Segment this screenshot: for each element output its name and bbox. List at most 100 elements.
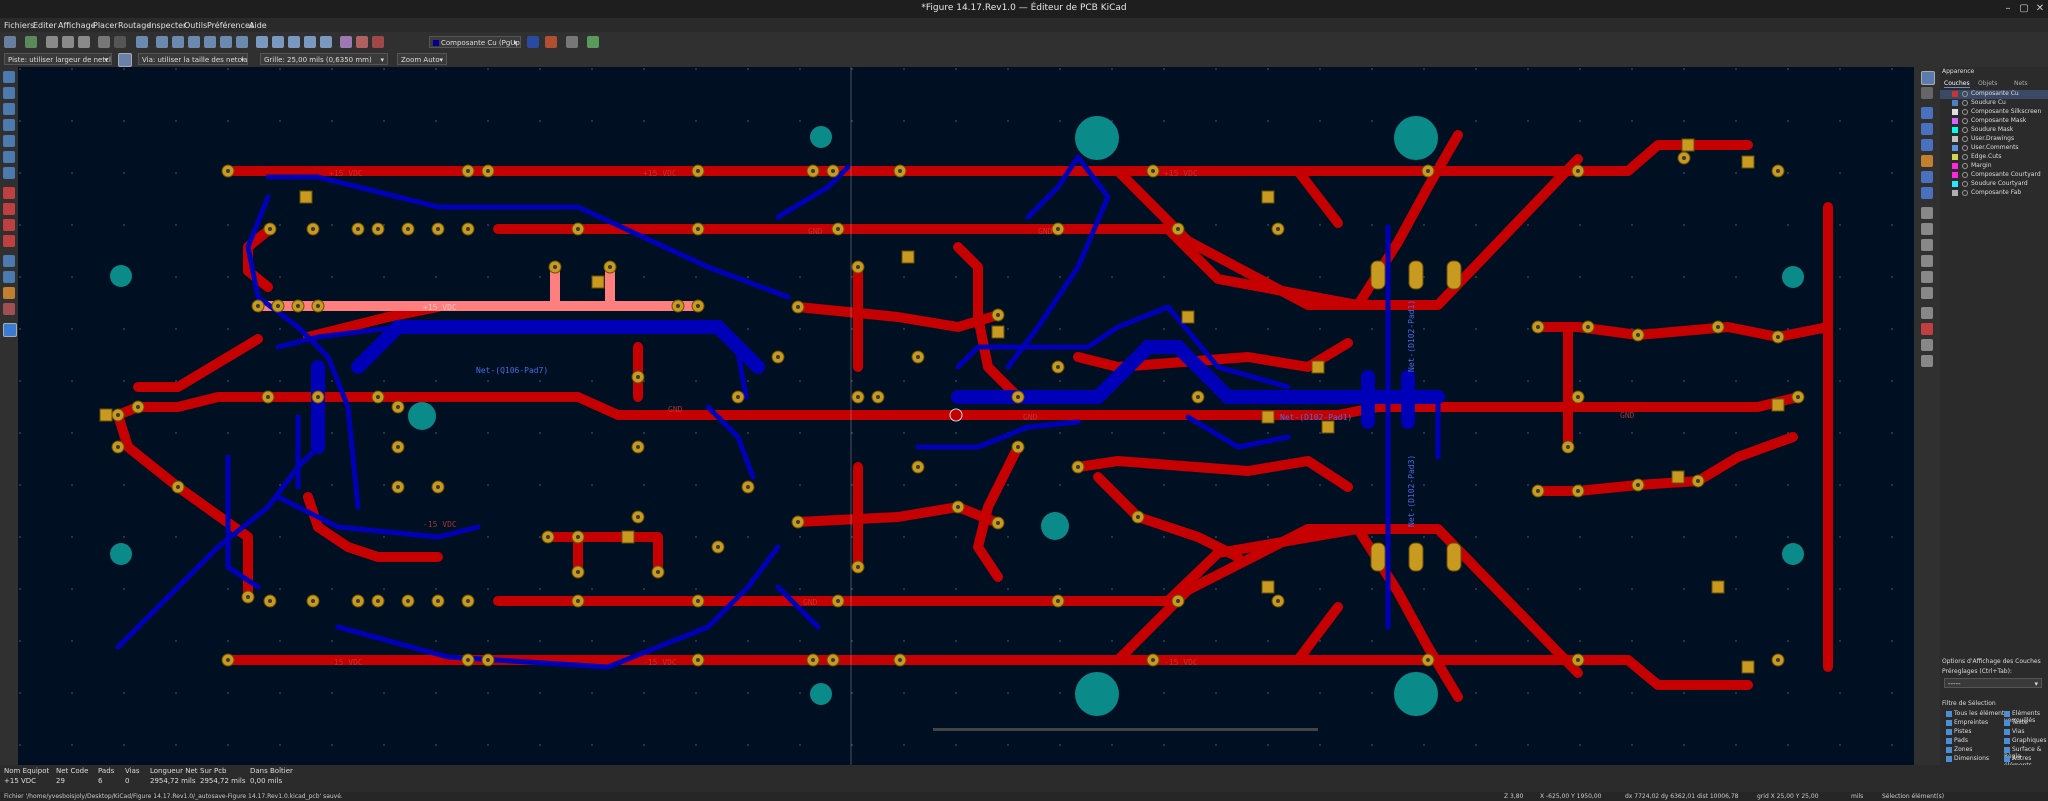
layer-color-swatch[interactable] [1952, 109, 1958, 115]
route-diff-pair-icon[interactable] [1921, 123, 1933, 135]
zoom-out-icon[interactable] [188, 36, 200, 48]
zoom-objects-icon[interactable] [220, 36, 232, 48]
filter-checkbox[interactable]: Pistes [1946, 728, 1971, 735]
zoom-in-icon[interactable] [172, 36, 184, 48]
print-icon[interactable] [62, 36, 74, 48]
layer-row[interactable]: Soudure Cu [1940, 99, 2048, 108]
checkbox-icon[interactable] [2004, 719, 2010, 726]
update-pcb-icon[interactable] [356, 36, 368, 48]
board-setup-icon[interactable] [25, 36, 37, 48]
tune-length-icon[interactable] [1921, 139, 1933, 151]
add-text-icon[interactable] [1921, 287, 1933, 299]
filter-checkbox[interactable]: Empreintes [1946, 719, 1988, 726]
find-icon[interactable] [136, 36, 148, 48]
visibility-icon[interactable] [1962, 190, 1968, 196]
checkbox-icon[interactable] [1946, 728, 1952, 735]
layer-row[interactable]: Composante Cu [1940, 90, 2048, 99]
menu-outils[interactable]: Outils [184, 21, 208, 30]
checkbox-icon[interactable] [1946, 710, 1952, 717]
ratsnest-icon[interactable] [3, 151, 15, 163]
auto-track-width-icon[interactable] [118, 53, 132, 67]
tab-nets[interactable]: Nets [2014, 80, 2028, 87]
cursor-shape-icon[interactable] [3, 135, 15, 147]
layer-row[interactable]: Margin [1940, 162, 2048, 171]
checkbox-icon[interactable] [2004, 755, 2010, 762]
filter-checkbox[interactable]: Graphiques [2004, 737, 2047, 744]
grid-toggle-icon[interactable] [3, 71, 15, 83]
menu-inspecter[interactable]: Inspecter [149, 21, 187, 30]
checkbox-icon[interactable] [1946, 755, 1952, 762]
draw-polygon-icon[interactable] [1921, 271, 1933, 283]
presets-select[interactable]: -----▾ [1944, 678, 2042, 688]
measure-icon[interactable] [1921, 355, 1933, 367]
pad-outline-icon[interactable] [3, 219, 15, 231]
filter-checkbox[interactable]: Autres éléments [2004, 755, 2048, 765]
scripting-icon[interactable] [545, 36, 557, 48]
layer-row[interactable]: Soudure Mask [1940, 126, 2048, 135]
add-dimension-icon[interactable] [1921, 307, 1933, 319]
delete-tool-icon[interactable] [1921, 323, 1933, 335]
filter-checkbox[interactable]: Texte [2004, 719, 2028, 726]
route-track-icon[interactable] [1921, 107, 1933, 119]
layer-color-swatch[interactable] [1952, 172, 1958, 178]
microwave-tools-icon[interactable] [3, 303, 15, 315]
units-inch-icon[interactable] [3, 103, 15, 115]
layer-row[interactable]: User.Comments [1940, 144, 2048, 153]
visibility-icon[interactable] [1962, 109, 1968, 115]
show-zones-icon[interactable] [3, 187, 15, 199]
layer-row[interactable]: Edge.Cuts [1940, 153, 2048, 162]
redo-icon[interactable] [114, 36, 126, 48]
local-ratsnest-icon[interactable] [1921, 87, 1933, 99]
layer-color-swatch[interactable] [1952, 100, 1958, 106]
rotate-ccw-icon[interactable] [256, 36, 268, 48]
undo-icon[interactable] [98, 36, 110, 48]
menu-placer[interactable]: Placer [93, 21, 118, 30]
save-icon[interactable] [4, 36, 16, 48]
filter-checkbox[interactable]: Éléments verrouillés [2004, 710, 2048, 724]
layer-row[interactable]: Composante Fab [1940, 189, 2048, 198]
checkbox-icon[interactable] [1946, 746, 1952, 753]
tab-couches[interactable]: Couches [1944, 80, 1970, 88]
draw-rectangle-icon[interactable] [1921, 239, 1933, 251]
draw-line-icon[interactable] [1921, 207, 1933, 219]
mirror-icon[interactable] [288, 36, 300, 48]
visibility-icon[interactable] [1962, 145, 1968, 151]
console-icon[interactable] [566, 36, 578, 48]
menu-routage[interactable]: Routage [118, 21, 152, 30]
layer-row[interactable]: Composante Mask [1940, 117, 2048, 126]
polar-coords-icon[interactable] [3, 87, 15, 99]
layer-pair-icon[interactable] [527, 36, 539, 48]
add-via-icon[interactable] [1921, 155, 1933, 167]
pcb-canvas[interactable]: +15 VDC +15 VDC +15 VDC +15 VDC GND GND … [18, 67, 1914, 765]
plot-icon[interactable] [78, 36, 90, 48]
zone-outline-icon[interactable] [3, 203, 15, 215]
track-outline-icon[interactable] [3, 255, 15, 267]
display-options-toggle[interactable]: Options d'Affichage des Couches [1942, 658, 2041, 665]
visibility-icon[interactable] [1962, 154, 1968, 160]
grid-select[interactable]: Grille: 25,00 mils (0,6350 mm)▾ [260, 53, 388, 65]
close-icon[interactable]: ✕ [2035, 3, 2045, 14]
checkbox-icon[interactable] [2004, 746, 2010, 753]
page-settings-icon[interactable] [46, 36, 58, 48]
netlist-icon[interactable] [340, 36, 352, 48]
via-outline-icon[interactable] [3, 235, 15, 247]
track-width-select[interactable]: Piste: utiliser largeur de netclasse▾ [4, 53, 112, 65]
visibility-icon[interactable] [1962, 136, 1968, 142]
menu-aide[interactable]: Aide [249, 21, 267, 30]
layer-color-swatch[interactable] [1952, 154, 1958, 160]
menu-editer[interactable]: Editer [33, 21, 57, 30]
draw-circle-icon[interactable] [1921, 255, 1933, 267]
rule-area-icon[interactable] [1921, 187, 1933, 199]
tab-objets[interactable]: Objets [1978, 80, 1998, 87]
layer-row[interactable]: Composante Silkscreen [1940, 108, 2048, 117]
zoom-selection-icon[interactable] [236, 36, 248, 48]
menu-affichage[interactable]: Affichage [58, 21, 96, 30]
lock-icon[interactable] [320, 36, 332, 48]
units-mm-icon[interactable] [3, 119, 15, 131]
visibility-icon[interactable] [1962, 91, 1968, 97]
pcb-board[interactable]: +15 VDC +15 VDC +15 VDC +15 VDC GND GND … [18, 67, 1914, 765]
layer-row[interactable]: Composante Courtyard [1940, 171, 2048, 180]
minimize-icon[interactable]: – [2005, 3, 2011, 14]
layer-color-swatch[interactable] [1952, 91, 1958, 97]
filter-checkbox[interactable]: Tous les éléments [1946, 710, 2007, 717]
